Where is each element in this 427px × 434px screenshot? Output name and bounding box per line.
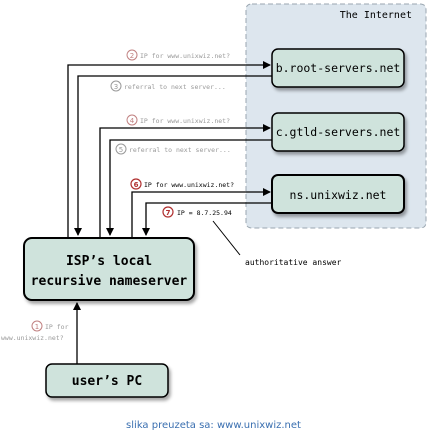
step-4-label: IP for www.unixwiz.net? — [140, 117, 230, 125]
step-4-number: 4 — [130, 117, 135, 125]
step-3-label: referral to next server... — [124, 83, 226, 91]
root-server-box — [271, 48, 405, 88]
step-2-number: 2 — [130, 52, 134, 60]
step-7-marker — [162, 206, 174, 218]
gtld-server-label: c.gtld-servers.net — [276, 125, 401, 139]
gtld-server-box — [271, 112, 405, 152]
step-5-label: referral to next server... — [129, 146, 231, 154]
image-caption: slika preuzeta sa: www.unixwiz.net — [126, 420, 301, 431]
step-4-marker — [126, 114, 138, 126]
auth-server-box — [271, 174, 405, 214]
step-1-marker — [31, 320, 43, 332]
step-6-label: IP for www.unixwiz.net? — [144, 181, 234, 189]
step-7-number: 7 — [166, 209, 171, 217]
step-1-line2: www.unixwiz.net? — [1, 334, 64, 342]
arrow-step-4 — [99, 124, 271, 238]
isp-nameserver-line1: ISP’s local — [66, 254, 152, 269]
step-1-line1: IP for — [45, 323, 69, 331]
isp-nameserver-line2: recursive nameserver — [31, 274, 188, 289]
step-5-number: 5 — [119, 146, 123, 154]
step-1-number: 1 — [35, 323, 39, 331]
user-pc-box — [45, 363, 169, 398]
user-pc-label: user’s PC — [72, 374, 142, 389]
step-3-number: 3 — [114, 83, 118, 91]
step-3-marker — [110, 80, 122, 92]
arrow-step-7 — [142, 202, 272, 236]
step-2-marker — [126, 49, 138, 61]
internet-cloud-label: The Internet — [340, 10, 412, 21]
arrow-step-3 — [74, 75, 272, 236]
auth-server-label: ns.unixwiz.net — [290, 188, 387, 202]
step-6-number: 6 — [134, 181, 139, 189]
step-5-marker — [115, 143, 127, 155]
arrow-step-2 — [67, 61, 271, 238]
step-2-label: IP for www.unixwiz.net? — [140, 52, 230, 60]
step-6-marker — [130, 178, 142, 190]
arrow-step-6 — [131, 188, 271, 238]
authoritative-answer-label: authoritative answer — [245, 258, 342, 267]
step-7-label: IP = 8.7.25.94 — [177, 209, 232, 217]
arrow-step-5 — [106, 139, 272, 236]
root-server-label: b.root-servers.net — [276, 61, 401, 75]
authoritative-answer-pointer — [212, 220, 241, 256]
isp-nameserver-box — [23, 237, 195, 301]
